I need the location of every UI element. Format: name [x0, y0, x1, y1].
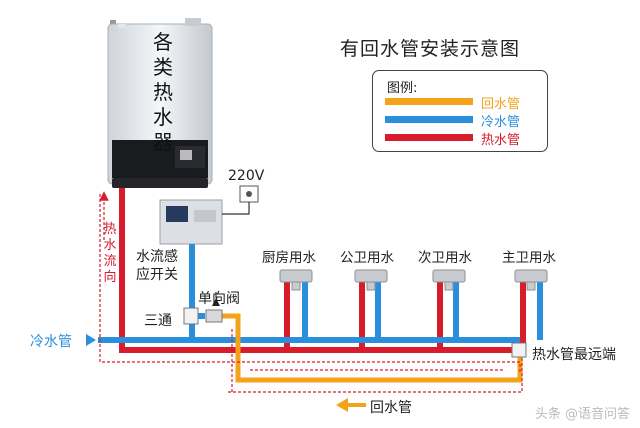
- flow-switch-label: 水流感应开关: [136, 249, 178, 283]
- fixture-label-second-bath: 次卫用水: [418, 250, 472, 266]
- check-valve-label: 单向阀: [198, 291, 240, 307]
- fixture-taps: [279, 269, 548, 291]
- legend-box: 图例: 回水管 冷水管 热水管: [372, 70, 548, 152]
- fixture-label-kitchen: 厨房用水: [262, 250, 316, 266]
- legend-swatch-cold: [385, 116, 473, 123]
- fixture-label-public-bath: 公卫用水: [340, 250, 394, 266]
- return-arrow: [336, 398, 366, 412]
- voltage-label: 220V: [228, 168, 265, 184]
- return-pipe-label: 回水管: [370, 400, 412, 416]
- far-end-fitting: [511, 342, 527, 358]
- tee-fitting: [183, 307, 199, 325]
- legend-label-hot: 热水管: [481, 133, 521, 148]
- legend-swatch-hot: [385, 134, 473, 141]
- watermark: 头条 @语音问答: [534, 407, 630, 422]
- cold-pipe-label: 冷水管: [30, 334, 72, 350]
- legend-label-return: 回水管: [481, 97, 521, 112]
- flow-switch-box: [159, 199, 223, 245]
- heater-label: 各类热水器: [153, 30, 173, 154]
- cold-inlet-arrow: [86, 334, 96, 346]
- page-title: 有回水管安装示意图: [340, 38, 521, 60]
- hot-flow-label: 热水流向: [103, 222, 117, 285]
- legend-heading: 图例:: [387, 81, 418, 96]
- water-heater: [107, 18, 213, 188]
- power-socket: [222, 185, 259, 215]
- tee-label: 三通: [144, 313, 172, 329]
- fixture-label-master-bath: 主卫用水: [502, 250, 556, 266]
- flow-direction-lines: [99, 191, 523, 393]
- check-valve: [205, 292, 223, 323]
- legend-swatch-return: [385, 98, 473, 105]
- far-end-label: 热水管最远端: [532, 347, 616, 363]
- legend-label-cold: 冷水管: [481, 115, 521, 130]
